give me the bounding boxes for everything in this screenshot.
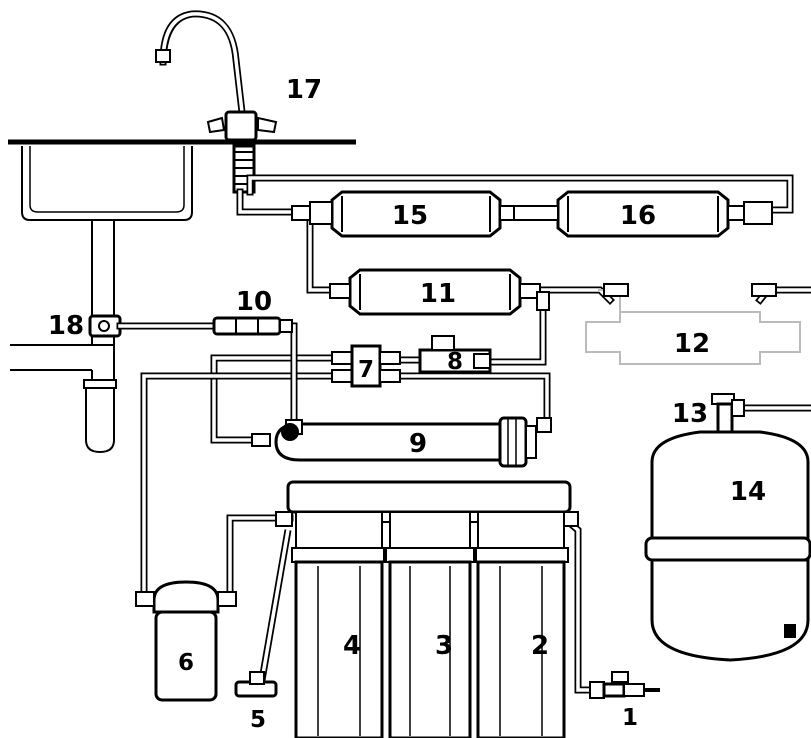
label-7: 7: [358, 357, 374, 383]
label-9: 9: [409, 429, 427, 459]
label-13: 13: [672, 399, 708, 429]
filter-11: [329, 268, 550, 316]
label-12: 12: [674, 329, 710, 359]
label-6: 6: [178, 650, 194, 676]
label-4: 4: [343, 631, 361, 661]
label-14: 14: [730, 477, 766, 507]
label-18: 18: [48, 311, 84, 341]
label-2: 2: [531, 631, 549, 661]
storage-tank-14: [644, 430, 811, 662]
label-3: 3: [435, 631, 453, 661]
drain-saddle: [88, 314, 122, 338]
check-valve-8: [418, 335, 492, 374]
feed-valve-1: [589, 671, 660, 699]
label-15: 15: [392, 201, 428, 231]
label-17: 17: [286, 75, 322, 105]
membrane-9: [251, 416, 552, 468]
shutoff-valve-7: [331, 344, 401, 388]
filter-15: [291, 190, 515, 238]
sink: [8, 139, 356, 221]
tubing: [116, 174, 811, 694]
label-8: 8: [447, 349, 463, 375]
faucet: [155, 10, 278, 194]
flow-restrictor-10: [212, 316, 293, 336]
label-10: 10: [236, 287, 272, 317]
filter-16: [513, 190, 773, 238]
label-16: 16: [620, 201, 656, 231]
label-1: 1: [622, 705, 638, 731]
label-11: 11: [420, 279, 456, 309]
drain-weight-5: [234, 671, 278, 698]
unit-12: [585, 283, 801, 365]
filter-6: [135, 580, 237, 702]
drain-pipe: [10, 219, 117, 454]
tank-valve-13: [711, 393, 745, 434]
label-5: 5: [250, 707, 266, 733]
prefilter-housing-block: [275, 480, 579, 738]
